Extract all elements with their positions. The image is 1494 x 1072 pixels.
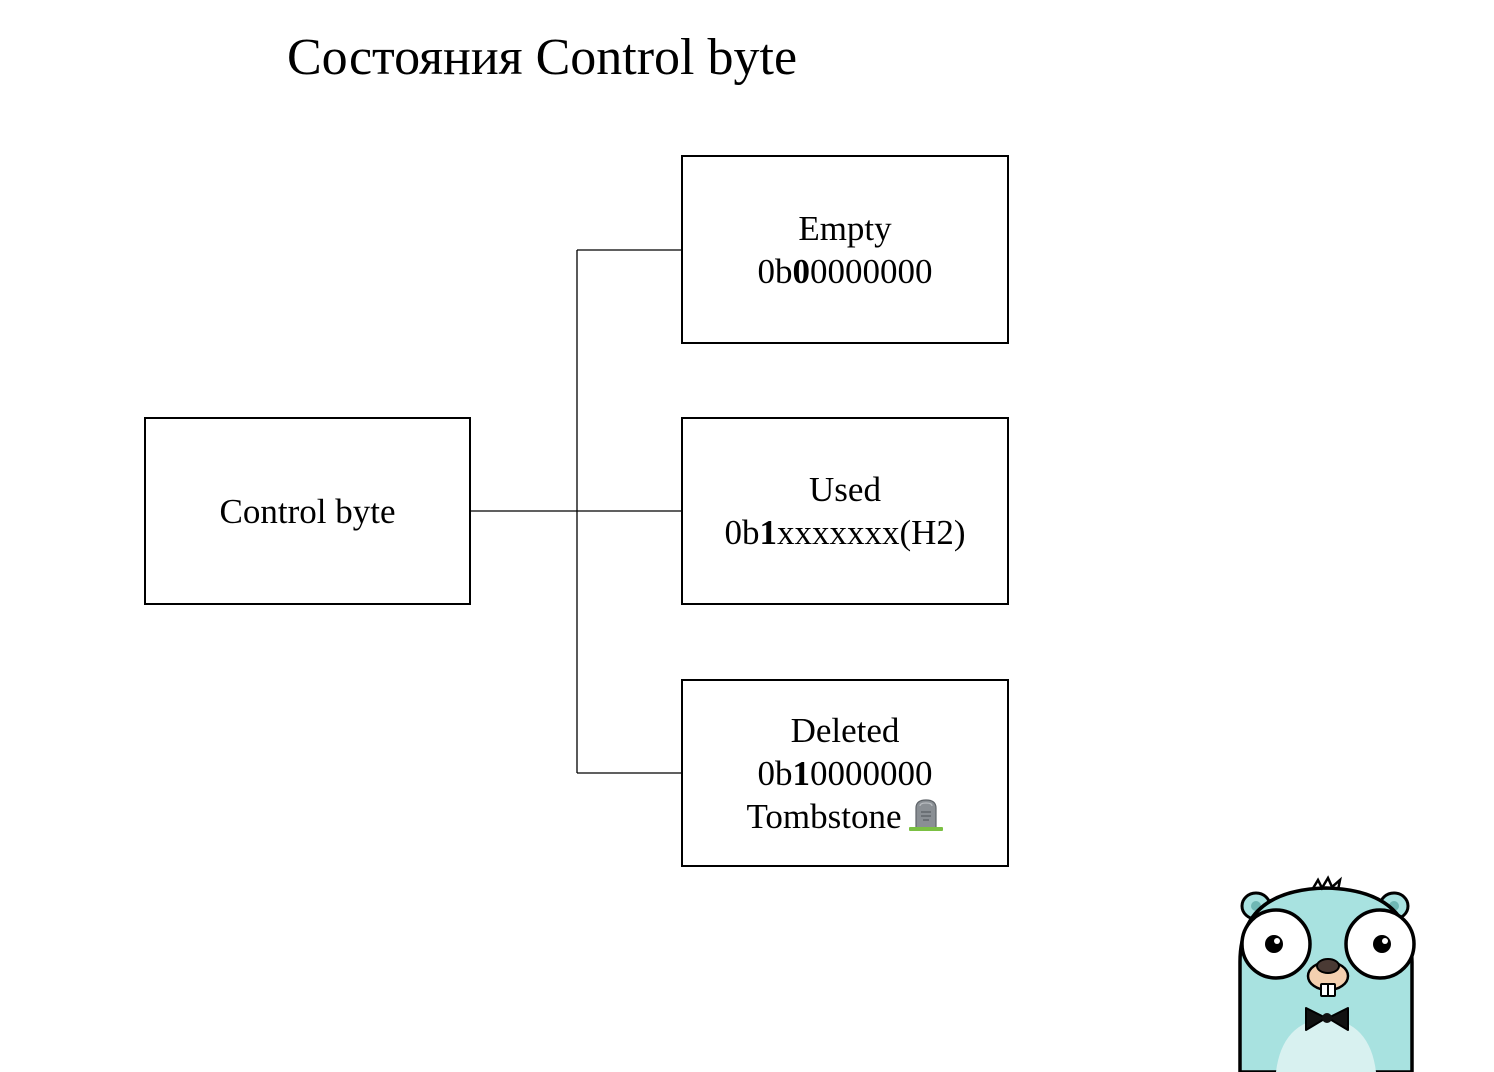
deleted-code-bit: 1: [792, 753, 811, 793]
empty-code-rest: 0000000: [810, 251, 933, 291]
used-code-bit: 1: [759, 513, 777, 552]
empty-code-prefix: 0b: [757, 251, 793, 291]
deleted-state-name: Deleted: [790, 710, 900, 750]
used-state-node: Used 0b1xxxxxxx(H2): [681, 417, 1009, 605]
used-state-name: Used: [809, 470, 881, 509]
deleted-code-prefix: 0b: [757, 753, 793, 793]
control-byte-node: Control byte: [144, 417, 471, 605]
deleted-state-node: Deleted 0b10000000 Tombstone: [681, 679, 1009, 867]
used-state-code: 0b1xxxxxxx(H2): [724, 511, 965, 554]
deleted-state-code: 0b10000000: [758, 752, 933, 795]
gopher-mascot-icon: [1238, 875, 1416, 1072]
deleted-code-rest: 0000000: [810, 753, 933, 793]
used-code-prefix: 0b: [724, 513, 760, 552]
deleted-state-note: Tombstone: [746, 795, 943, 838]
used-code-rest: xxxxxxx(H2): [776, 513, 966, 552]
control-byte-label: Control byte: [219, 491, 396, 531]
deleted-note-text: Tombstone: [746, 796, 902, 836]
empty-state-name: Empty: [798, 208, 892, 248]
empty-state-code: 0b00000000: [758, 250, 933, 293]
empty-code-bit: 0: [792, 251, 811, 291]
tombstone-icon: [908, 798, 943, 831]
empty-state-node: Empty 0b00000000: [681, 155, 1009, 344]
diagram-title: Состояния Control byte: [287, 29, 798, 86]
